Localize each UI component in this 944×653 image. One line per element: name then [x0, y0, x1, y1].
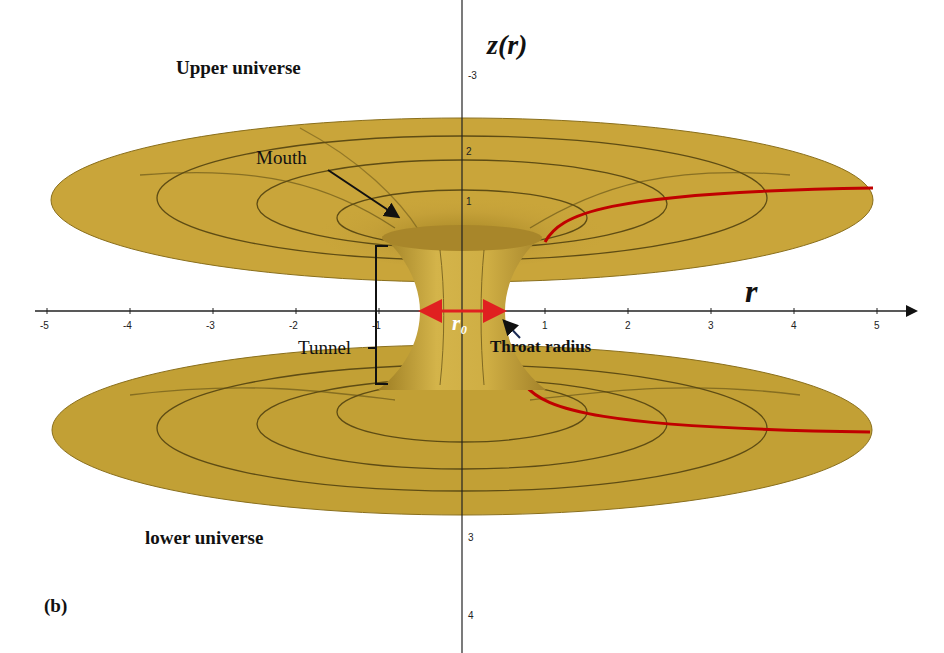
tick-number: -2: [289, 320, 298, 331]
tick-number: -4: [123, 320, 132, 331]
axis-title: r: [745, 274, 757, 309]
tick-number: -3: [206, 320, 215, 331]
tick-number: 4: [468, 610, 474, 621]
panel-label: (b): [44, 596, 67, 617]
region-label: Upper universe: [176, 58, 301, 79]
tick-number: -3: [468, 70, 477, 81]
tick-number: -1: [372, 320, 381, 331]
part-label: Mouth: [256, 148, 307, 169]
tick-number: 2: [625, 320, 631, 331]
tick-number: 2: [466, 146, 472, 157]
dimension-label: r₀: [452, 312, 468, 335]
tick-number: 4: [791, 320, 797, 331]
tick-number: -5: [40, 320, 49, 331]
tick-number: 1: [542, 320, 548, 331]
tick-number: 3: [468, 532, 474, 543]
tick-number: 3: [708, 320, 714, 331]
tick-number: 5: [874, 320, 880, 331]
part-label: Tunnel: [298, 338, 351, 359]
axis-title: z(r): [487, 30, 527, 61]
region-label: lower universe: [145, 528, 263, 549]
part-label: Throat radius: [490, 338, 591, 357]
tick-number: 1: [466, 196, 472, 207]
